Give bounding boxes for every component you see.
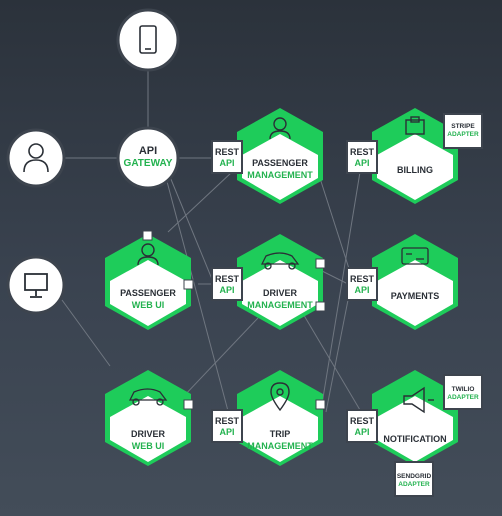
line-trip-billing [321,171,361,405]
car-icon [128,388,168,406]
rest-api-driver: REST API [211,267,243,301]
adapter-label: ADAPTER [447,394,479,401]
port-square [315,399,326,410]
gateway-line2: GATEWAY [124,158,173,169]
service-line1: PASSENGER [252,158,308,168]
location-pin-icon [270,382,290,412]
service-driver-web-ui: DRIVER WEB UI [105,370,191,466]
person-icon [269,117,291,140]
service-driver-management: DRIVER MANAGEMENT [237,234,323,330]
rest-label: REST [215,274,240,284]
adapter-name: SENDGRID [397,473,432,480]
car-icon [260,252,300,270]
desktop-client [6,255,66,315]
credit-card-icon [401,247,429,265]
rest-api-payments: REST API [346,267,378,301]
user-client [6,128,66,188]
api-label: API [354,427,369,437]
service-trip-management: TRIP MANAGEMENT [237,370,323,466]
service-line2: MANAGEMENT [247,441,313,451]
service-line2: MANAGEMENT [247,300,313,310]
twilio-adapter: TWILIO ADAPTER [443,374,483,410]
rest-label: REST [350,274,375,284]
adapter-name: TWILIO [452,386,475,393]
line-gateway-driver-rest [167,171,215,285]
service-line2: WEB UI [132,441,165,451]
service-passenger-web-ui: PASSENGER WEB UI [105,234,191,330]
service-billing: BILLING [372,108,458,204]
service-line1: DRIVER [131,429,166,439]
gateway-line1: API [139,145,157,157]
rest-label: REST [215,147,240,157]
service-line1: PAYMENTS [391,291,440,301]
api-label: API [219,158,234,168]
rest-api-trip: REST API [211,409,243,443]
clipboard-icon [405,116,425,135]
stripe-adapter: STRIPE ADAPTER [443,113,483,149]
adapter-label: ADAPTER [398,481,430,488]
line-trip-payments [325,299,349,413]
line-driver-payments [319,269,349,285]
port-square [315,258,326,269]
port-square [315,301,326,312]
service-line1: DRIVER [263,288,298,298]
port-square [183,279,194,290]
monitor-icon [24,273,48,298]
service-line2: MANAGEMENT [247,170,313,180]
service-line1: BILLING [397,165,433,175]
megaphone-icon [403,386,434,414]
connections [61,62,361,427]
line-passenger-payments [317,171,353,279]
line-driver-webui-driver-mgmt [181,317,259,399]
rest-api-notification: REST API [346,409,378,443]
mobile-client [116,8,180,72]
service-line1: TRIP [270,429,291,439]
line-driver-notification [301,311,361,411]
api-gateway: API GATEWAY [116,126,180,190]
person-icon [137,243,159,266]
line-passenger-rest-webui [167,171,233,233]
service-notification: NOTIFICATION [372,370,458,466]
service-payments: PAYMENTS [372,234,458,330]
service-line1: NOTIFICATION [383,434,446,444]
service-line2: WEB UI [132,300,165,310]
port-square [183,399,194,410]
api-label: API [354,285,369,295]
api-label: API [354,158,369,168]
port-square [142,230,153,241]
adapter-name: STRIPE [451,123,475,130]
smartphone-icon [139,25,157,54]
rest-label: REST [350,416,375,426]
service-line1: PASSENGER [120,288,176,298]
api-label: API [219,285,234,295]
sendgrid-adapter: SENDGRID ADAPTER [394,461,434,497]
ports [142,230,326,410]
rest-label: REST [215,416,240,426]
line-gateway-trip-rest [164,173,233,427]
person-icon [23,143,49,173]
api-label: API [219,427,234,437]
rest-label: REST [350,147,375,157]
service-passenger-management: PASSENGER MANAGEMENT [237,108,323,204]
rest-api-passenger: REST API [211,140,243,174]
rest-api-billing: REST API [346,140,378,174]
adapter-label: ADAPTER [447,131,479,138]
line-desktop-driver-webui [61,299,111,367]
